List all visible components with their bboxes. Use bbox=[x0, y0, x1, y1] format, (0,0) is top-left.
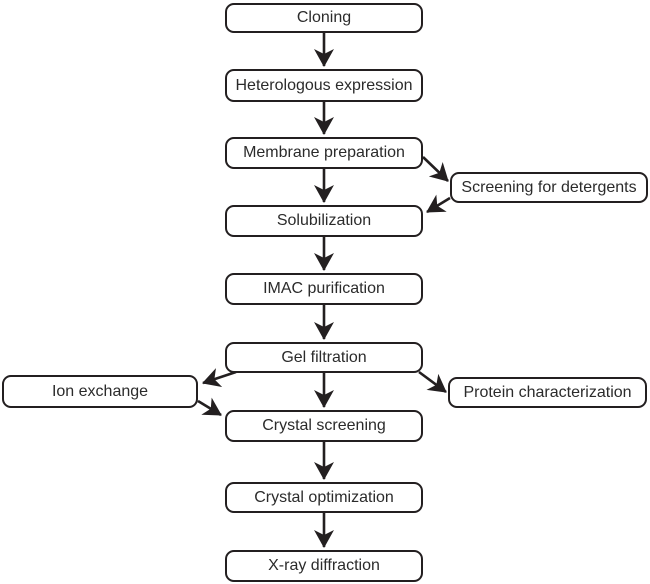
node-imac-purification: IMAC purification bbox=[225, 273, 423, 305]
edge-gel-to-protein-characterization bbox=[418, 370, 447, 394]
edge-gel-to-ion-exchange bbox=[202, 368, 237, 388]
node-cloning-label: Cloning bbox=[296, 9, 352, 26]
node-heterologous-expression-label: Heterologous expression bbox=[235, 76, 413, 94]
node-xray-diffraction: X-ray diffraction bbox=[225, 550, 423, 582]
node-solubilization-label: Solubilization bbox=[276, 212, 372, 229]
node-cloning: Cloning bbox=[225, 3, 423, 33]
node-crystal-optimization-label: Crystal optimization bbox=[254, 488, 394, 506]
node-heterologous-expression: Heterologous expression bbox=[225, 69, 423, 102]
edge-membrane-to-detergent-screening bbox=[422, 156, 449, 182]
node-gel-filtration: Gel filtration bbox=[225, 342, 423, 373]
node-protein-characterization-label: Protein characterization bbox=[463, 383, 632, 401]
node-crystal-screening: Crystal screening bbox=[225, 410, 423, 442]
edge-detergent-screening-to-solubilization bbox=[426, 194, 451, 214]
node-ion-exchange: Ion exchange bbox=[2, 375, 198, 408]
node-screening-for-detergents: Screening for detergents bbox=[450, 172, 648, 203]
node-membrane-preparation-label: Membrane preparation bbox=[243, 144, 405, 161]
node-crystal-optimization: Crystal optimization bbox=[225, 482, 423, 513]
edge-ion-exchange-to-crystal-screening bbox=[197, 397, 222, 417]
node-solubilization: Solubilization bbox=[225, 205, 423, 237]
node-xray-diffraction-label: X-ray diffraction bbox=[268, 557, 380, 574]
node-screening-for-detergents-label: Screening for detergents bbox=[461, 178, 637, 196]
node-crystal-screening-label: Crystal screening bbox=[262, 417, 386, 434]
node-membrane-preparation: Membrane preparation bbox=[225, 137, 423, 169]
node-protein-characterization: Protein characterization bbox=[448, 377, 647, 408]
node-ion-exchange-label: Ion exchange bbox=[51, 382, 149, 400]
node-imac-purification-label: IMAC purification bbox=[263, 280, 385, 297]
node-gel-filtration-label: Gel filtration bbox=[281, 348, 367, 366]
